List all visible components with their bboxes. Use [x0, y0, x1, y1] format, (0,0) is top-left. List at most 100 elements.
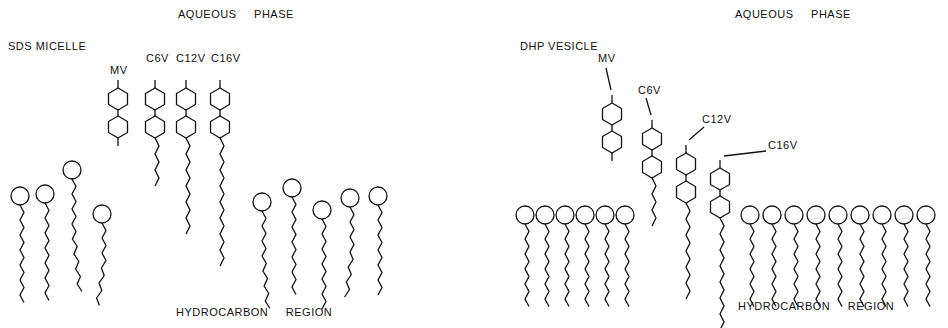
leader-line — [689, 127, 704, 140]
methyl-group — [719, 160, 720, 168]
surfactant-head — [536, 206, 554, 224]
pyridinium-ring — [146, 116, 165, 138]
pyridinium-ring — [211, 116, 230, 138]
surfactant-tail — [860, 224, 864, 307]
surfactant-head — [616, 206, 634, 224]
surfactant-tail — [816, 224, 820, 307]
methyl-group — [611, 95, 612, 103]
surfactant-tail — [565, 224, 569, 307]
region-label: C6V — [638, 84, 661, 97]
surfactant-head — [341, 189, 359, 207]
surfactant-head — [369, 187, 387, 205]
surfactant-head — [851, 206, 869, 224]
surfactant-head — [36, 185, 54, 203]
ring-bond — [219, 110, 220, 116]
region-label: C16V — [768, 139, 798, 152]
ring-bond — [117, 110, 118, 116]
ring-bond — [611, 125, 612, 131]
surfactant-head — [556, 206, 574, 224]
pyridinium-ring — [643, 156, 662, 178]
surfactant-head — [895, 206, 913, 224]
surfactant-tail — [345, 207, 354, 297]
leader-line — [606, 68, 611, 90]
surfactant-tail — [838, 224, 842, 307]
region-label: DHP VESICLE — [520, 40, 598, 53]
surfactant-tail — [525, 224, 529, 307]
surfactant-tail — [625, 224, 629, 307]
pyridinium-ring — [711, 196, 730, 218]
ring-bond — [185, 110, 186, 116]
surfactant-head — [11, 187, 29, 205]
region-label: C6V — [146, 52, 169, 65]
methyl-group — [219, 80, 220, 88]
region-label: AQUEOUS PHASE — [735, 8, 851, 21]
region-label: C12V — [176, 52, 206, 65]
methyl-group — [651, 120, 652, 128]
region-label: AQUEOUS PHASE — [178, 8, 294, 21]
alkyl-tail — [720, 218, 724, 328]
surfactant-head — [576, 206, 594, 224]
surfactant-tail — [262, 211, 270, 309]
region-label: SDS MICELLE — [8, 40, 86, 53]
surfactant-head — [785, 206, 803, 224]
surfactant-head — [917, 206, 935, 224]
surfactant-head — [807, 206, 825, 224]
leader-line — [646, 98, 651, 115]
alkyl-tail — [220, 138, 224, 266]
alkyl-tail — [652, 178, 656, 226]
pyridinium-ring — [177, 88, 196, 110]
surfactant-tail — [45, 203, 49, 301]
region-label: MV — [110, 64, 128, 77]
surfactant-tail — [585, 224, 589, 307]
surfactant-head — [516, 206, 534, 224]
surfactant-tail — [926, 224, 930, 307]
surfactant-tail — [904, 224, 908, 307]
surfactant-tail — [794, 224, 798, 307]
surfactant-head — [596, 206, 614, 224]
surfactant-head — [763, 206, 781, 224]
surfactant-tail — [72, 179, 82, 292]
alkyl-tail — [686, 203, 690, 299]
surfactant-head — [283, 179, 301, 197]
surfactant-head — [873, 206, 891, 224]
region-label: HYDROCARBON REGION — [738, 300, 894, 313]
pyridinium-ring — [603, 131, 622, 153]
methyl-group — [685, 145, 686, 153]
surfactant-tail — [605, 224, 609, 307]
pyridinium-ring — [146, 88, 165, 110]
methyl-group — [185, 80, 186, 88]
surfactant-tail — [292, 197, 296, 295]
ring-bond — [719, 190, 720, 196]
pyridinium-ring — [211, 88, 230, 110]
methyl-group — [154, 80, 155, 88]
alkyl-tail — [155, 138, 159, 186]
surfactant-tail — [545, 224, 549, 307]
region-label: HYDROCARBON REGION — [176, 306, 332, 319]
surfactant-head — [63, 161, 81, 179]
pyridinium-ring — [643, 128, 662, 150]
surfactant-head — [93, 205, 111, 223]
pyridinium-ring — [177, 116, 196, 138]
region-label: MV — [598, 52, 616, 65]
pyridinium-ring — [677, 181, 696, 203]
methyl-group — [117, 80, 118, 88]
surfactant-head — [313, 201, 331, 219]
pyridinium-ring — [711, 168, 730, 190]
surfactant-tail — [750, 224, 754, 307]
surfactant-tail — [97, 223, 106, 306]
surfactant-head — [253, 193, 271, 211]
ring-bond — [685, 175, 686, 181]
region-label: C16V — [211, 52, 241, 65]
ring-bond — [154, 110, 155, 116]
region-label: C12V — [702, 113, 732, 126]
surfactant-tail — [20, 205, 24, 303]
alkyl-tail — [186, 138, 190, 234]
pyridinium-ring — [677, 153, 696, 175]
pyridinium-ring — [109, 88, 128, 110]
pyridinium-ring — [603, 103, 622, 125]
pyridinium-ring — [109, 116, 128, 138]
ring-bond — [651, 150, 652, 156]
methyl-group — [611, 153, 612, 161]
surfactant-tail — [882, 224, 886, 307]
